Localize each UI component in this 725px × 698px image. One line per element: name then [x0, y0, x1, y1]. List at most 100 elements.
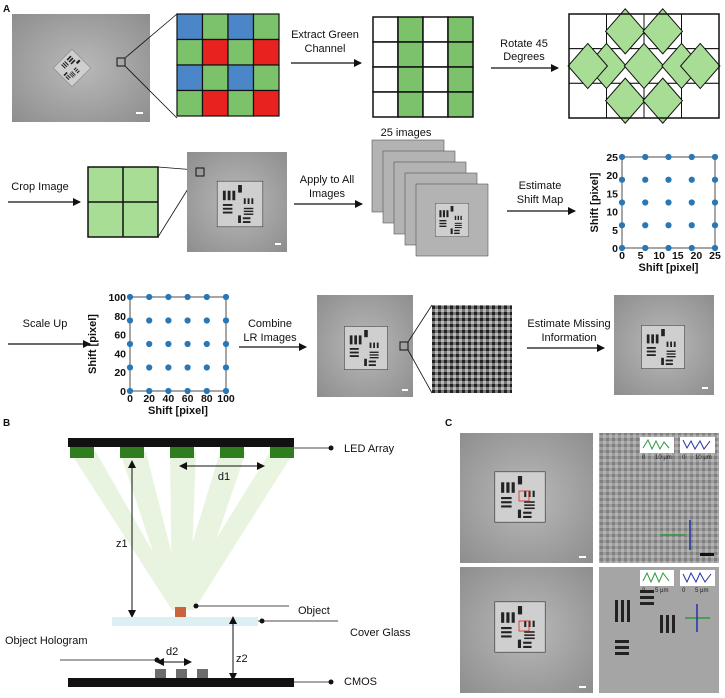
data-point [222, 293, 230, 301]
cover-glass-label: Cover Glass [350, 627, 411, 639]
green-grid-cell [397, 41, 424, 68]
bayer-cell [227, 13, 255, 41]
apply-label-2: Images [309, 188, 346, 200]
bayer-cell [252, 64, 280, 92]
panel-c-hr-image [460, 567, 593, 693]
data-point [711, 199, 719, 206]
scale-label-zero-4: 0 [682, 588, 686, 594]
data-point [146, 364, 153, 371]
x-tick-label: 5 [638, 250, 644, 262]
crop-box [195, 167, 205, 177]
y-tick-label: 0 [612, 243, 618, 255]
data-point [642, 176, 649, 183]
object-leader-dot [193, 603, 199, 609]
data-point [222, 340, 230, 348]
panel-c-label: C [445, 418, 452, 429]
led-array-label: LED Array [344, 443, 395, 455]
scale-label-zero-3: 0 [642, 588, 646, 594]
data-point [642, 153, 649, 161]
led [220, 447, 244, 458]
rotated-diamond [623, 42, 665, 90]
y-tick-label: 100 [108, 292, 126, 304]
bayer-cell [252, 38, 280, 66]
z1-label: z1 [116, 538, 128, 550]
x-tick-label: 20 [691, 250, 703, 262]
y-axis-label: Shift [pixel] [87, 314, 99, 374]
led [70, 447, 94, 458]
zoom-line-bottom [124, 65, 178, 119]
data-point [184, 317, 191, 324]
data-point [165, 317, 172, 324]
scale-label: Scale Up [23, 318, 68, 330]
panel-a-label: A [3, 4, 10, 15]
combine-zoom-box [399, 341, 409, 351]
cropped-hologram-image [187, 152, 287, 252]
apply-label-1: Apply to All [300, 174, 354, 186]
x-tick-label: 20 [143, 393, 155, 405]
data-point [165, 387, 172, 395]
data-point [184, 293, 191, 301]
data-point [146, 317, 153, 324]
y-axis-label: Shift [pixel] [589, 172, 601, 232]
combine-zoom-line-bottom [407, 349, 433, 394]
data-point [203, 293, 210, 301]
bayer-cell [176, 13, 204, 41]
data-point [688, 222, 695, 229]
led-leader-dot [328, 445, 334, 451]
data-point [711, 222, 719, 229]
sensor-pixel-3 [197, 669, 208, 679]
combine-zoom-line-top [407, 304, 433, 343]
bayer-cell [227, 89, 255, 117]
object-label: Object [298, 605, 330, 617]
green-grid-cell [447, 66, 474, 93]
rotated-diamond [604, 77, 646, 124]
cover-glass [112, 617, 258, 626]
rotated-grid [567, 8, 721, 124]
green-grid-cell [372, 91, 399, 118]
data-point [146, 340, 153, 348]
data-point [688, 176, 695, 183]
x-tick-label: 40 [163, 393, 175, 405]
data-point [222, 317, 230, 324]
data-point [222, 387, 230, 395]
x-tick-label: 0 [127, 393, 133, 405]
rotated-diamond [567, 42, 609, 90]
panel-c-lr-zoom [599, 433, 719, 563]
cmos-leader-dot [328, 679, 334, 685]
light-cones [70, 452, 294, 610]
bayer-cell [252, 89, 280, 117]
hologram-leader-dot [154, 657, 160, 663]
data-point [165, 340, 172, 348]
cover-leader-dot [259, 618, 265, 624]
data-point [688, 244, 695, 252]
data-point [184, 340, 191, 348]
data-point [165, 293, 172, 301]
green-grid-cell [447, 41, 474, 68]
data-point [184, 364, 191, 371]
rotate-label-1: Rotate 45 [500, 38, 548, 50]
bayer-cell [252, 13, 280, 41]
bayer-cell [227, 38, 255, 66]
green-grid-cell [372, 16, 399, 43]
green-grid-cell [372, 41, 399, 68]
data-point [618, 244, 626, 252]
data-point [642, 222, 649, 229]
data-point [665, 222, 672, 229]
data-point [665, 244, 672, 252]
y-tick-label: 0 [120, 386, 126, 398]
rotated-diamond [642, 8, 684, 55]
data-point [203, 317, 210, 324]
data-point [126, 317, 134, 324]
rotated-diamond [642, 77, 684, 124]
d1-label: d1 [218, 471, 230, 483]
data-point [642, 199, 649, 206]
sensor-pixel-1 [155, 669, 166, 679]
zoom-box [116, 57, 126, 67]
bayer-cell [201, 13, 229, 41]
led [270, 447, 294, 458]
data-point [146, 293, 153, 301]
data-point [688, 153, 695, 161]
green-grid-cell [422, 91, 449, 118]
